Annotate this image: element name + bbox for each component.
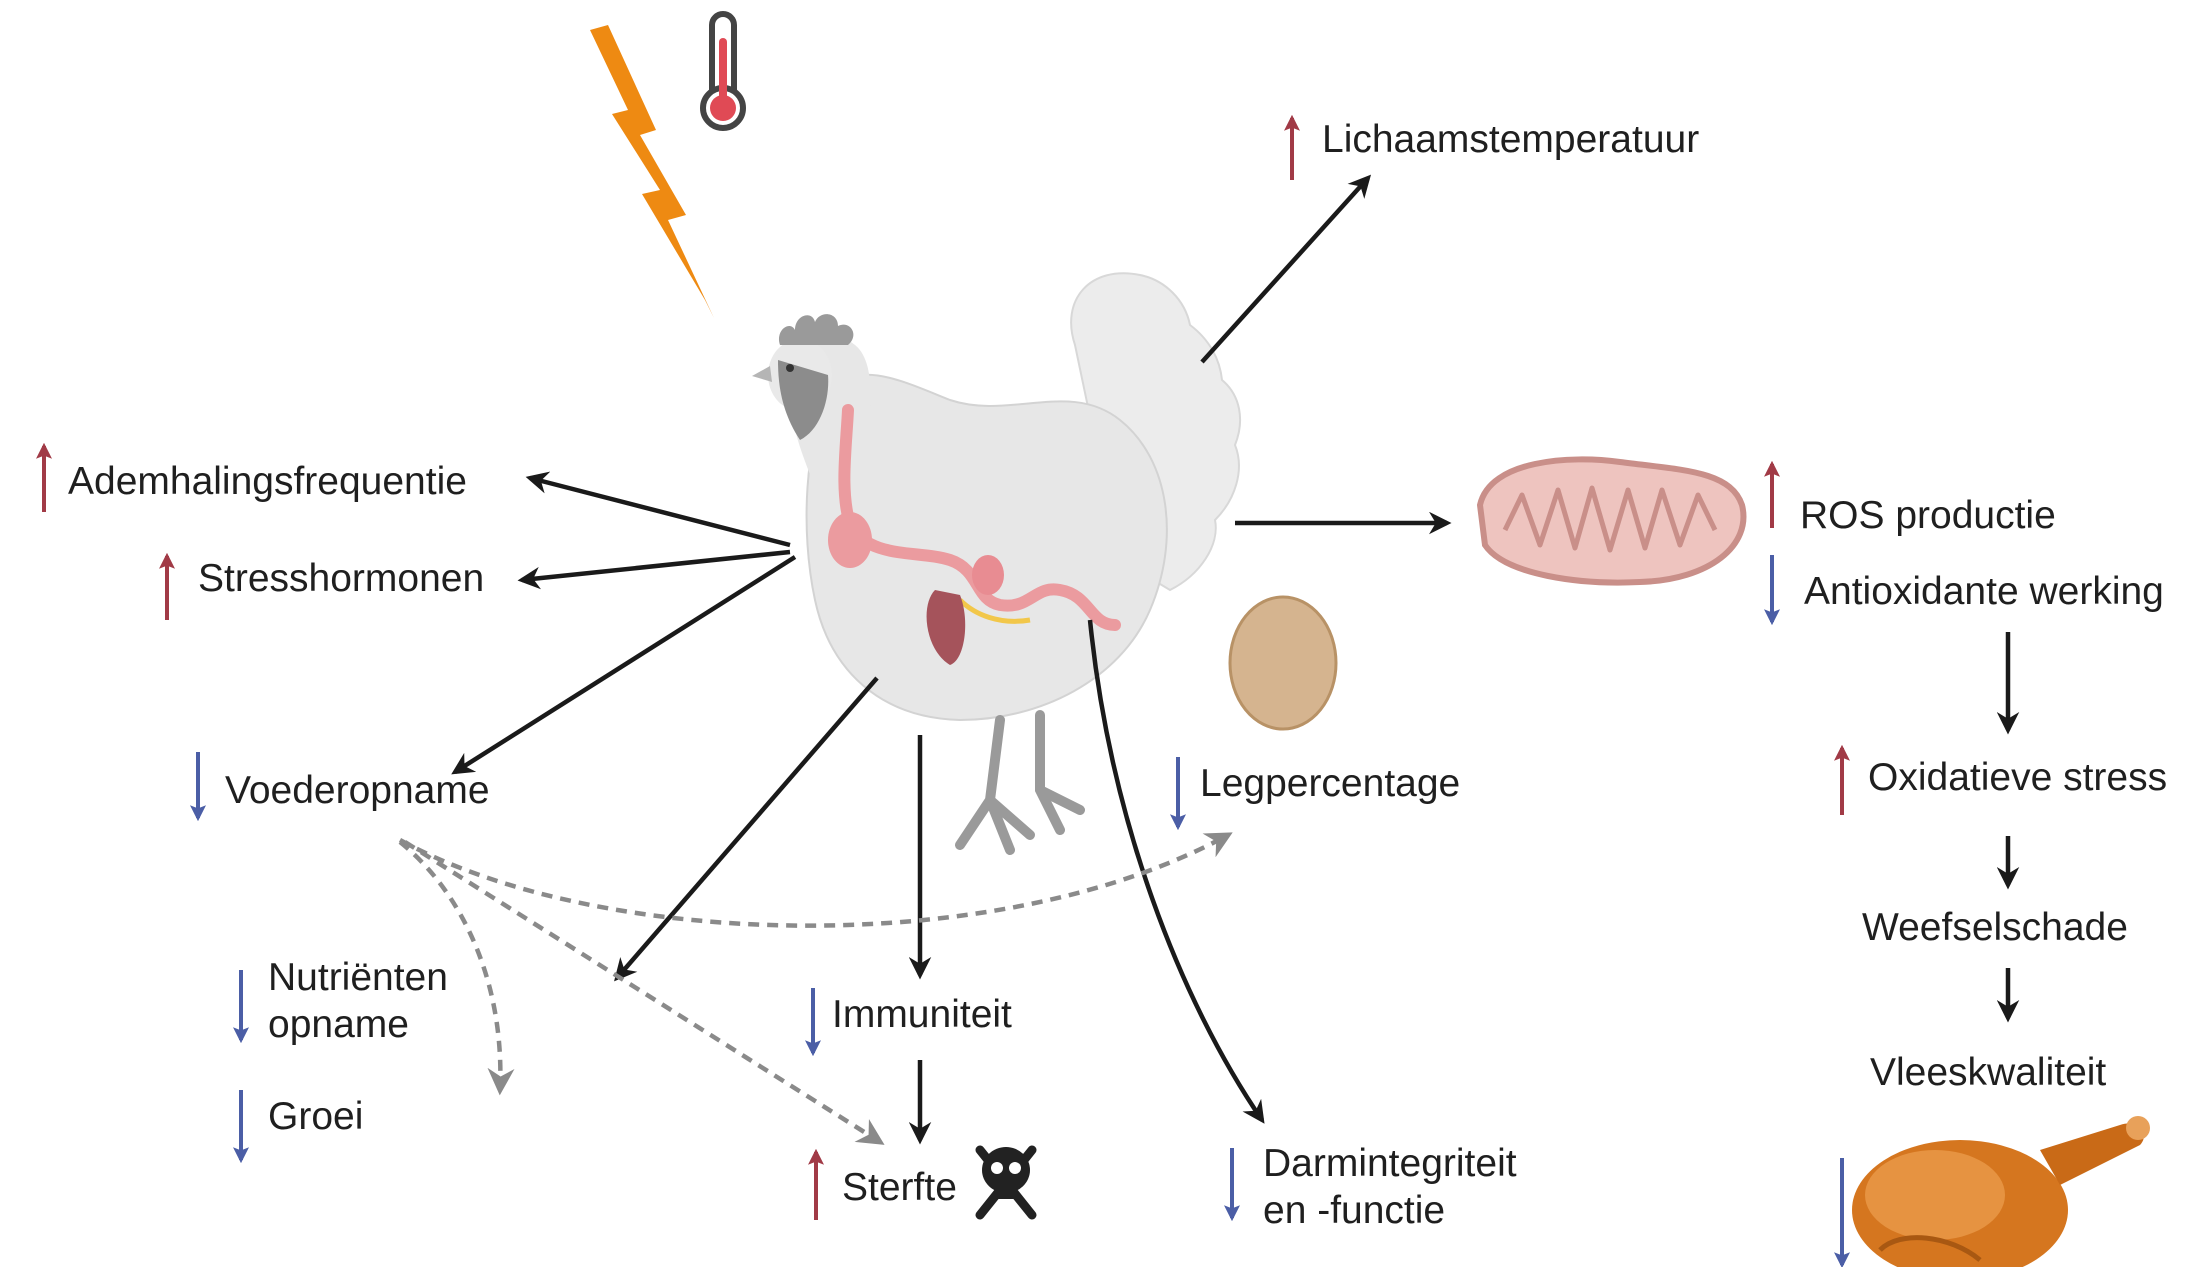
label-nutrients-line1: Nutriënten xyxy=(268,956,448,999)
label-immunity: Immuniteit xyxy=(832,993,1012,1036)
label-gut-line1: Darmintegriteit xyxy=(1263,1142,1517,1185)
lightning-icon xyxy=(590,25,714,318)
egg-illustration xyxy=(1230,597,1336,729)
label-stress-hormones: Stresshormonen xyxy=(198,557,484,600)
hen-illustration xyxy=(752,273,1240,850)
label-oxidative-stress: Oxidatieve stress xyxy=(1868,756,2167,799)
label-meat-quality: Vleeskwaliteit xyxy=(1870,1051,2106,1094)
label-gut-line2: en -functie xyxy=(1263,1189,1445,1232)
dashed-arrow-to-mortality xyxy=(405,842,880,1142)
label-growth: Groei xyxy=(268,1095,363,1138)
label-respiration: Ademhalingsfrequentie xyxy=(68,460,467,503)
arrow-to-respiration xyxy=(530,478,790,545)
dashed-arrow-to-laying xyxy=(400,835,1228,926)
roast-chicken-illustration xyxy=(1852,1116,2150,1267)
arrow-to-stress-hormones xyxy=(522,552,790,580)
label-body-temperature: Lichaamstemperatuur xyxy=(1322,118,1699,161)
label-feed-intake: Voederopname xyxy=(225,769,490,812)
thermometer-icon xyxy=(703,14,743,128)
label-laying-percentage: Legpercentage xyxy=(1200,762,1460,805)
mitochondrion-illustration xyxy=(1480,459,1743,582)
label-nutrients-line2: opname xyxy=(268,1003,409,1046)
label-ros-production: ROS productie xyxy=(1800,494,2056,537)
skull-crossbones-icon xyxy=(980,1147,1032,1215)
arrow-to-body-temp xyxy=(1202,178,1368,362)
label-mortality: Sterfte xyxy=(842,1166,957,1209)
arrow-hen-to-mortality-path xyxy=(617,678,877,978)
label-tissue-damage: Weefselschade xyxy=(1862,906,2128,949)
label-antioxidant: Antioxidante werking xyxy=(1804,570,2164,613)
arrow-to-feed-intake xyxy=(455,557,795,772)
